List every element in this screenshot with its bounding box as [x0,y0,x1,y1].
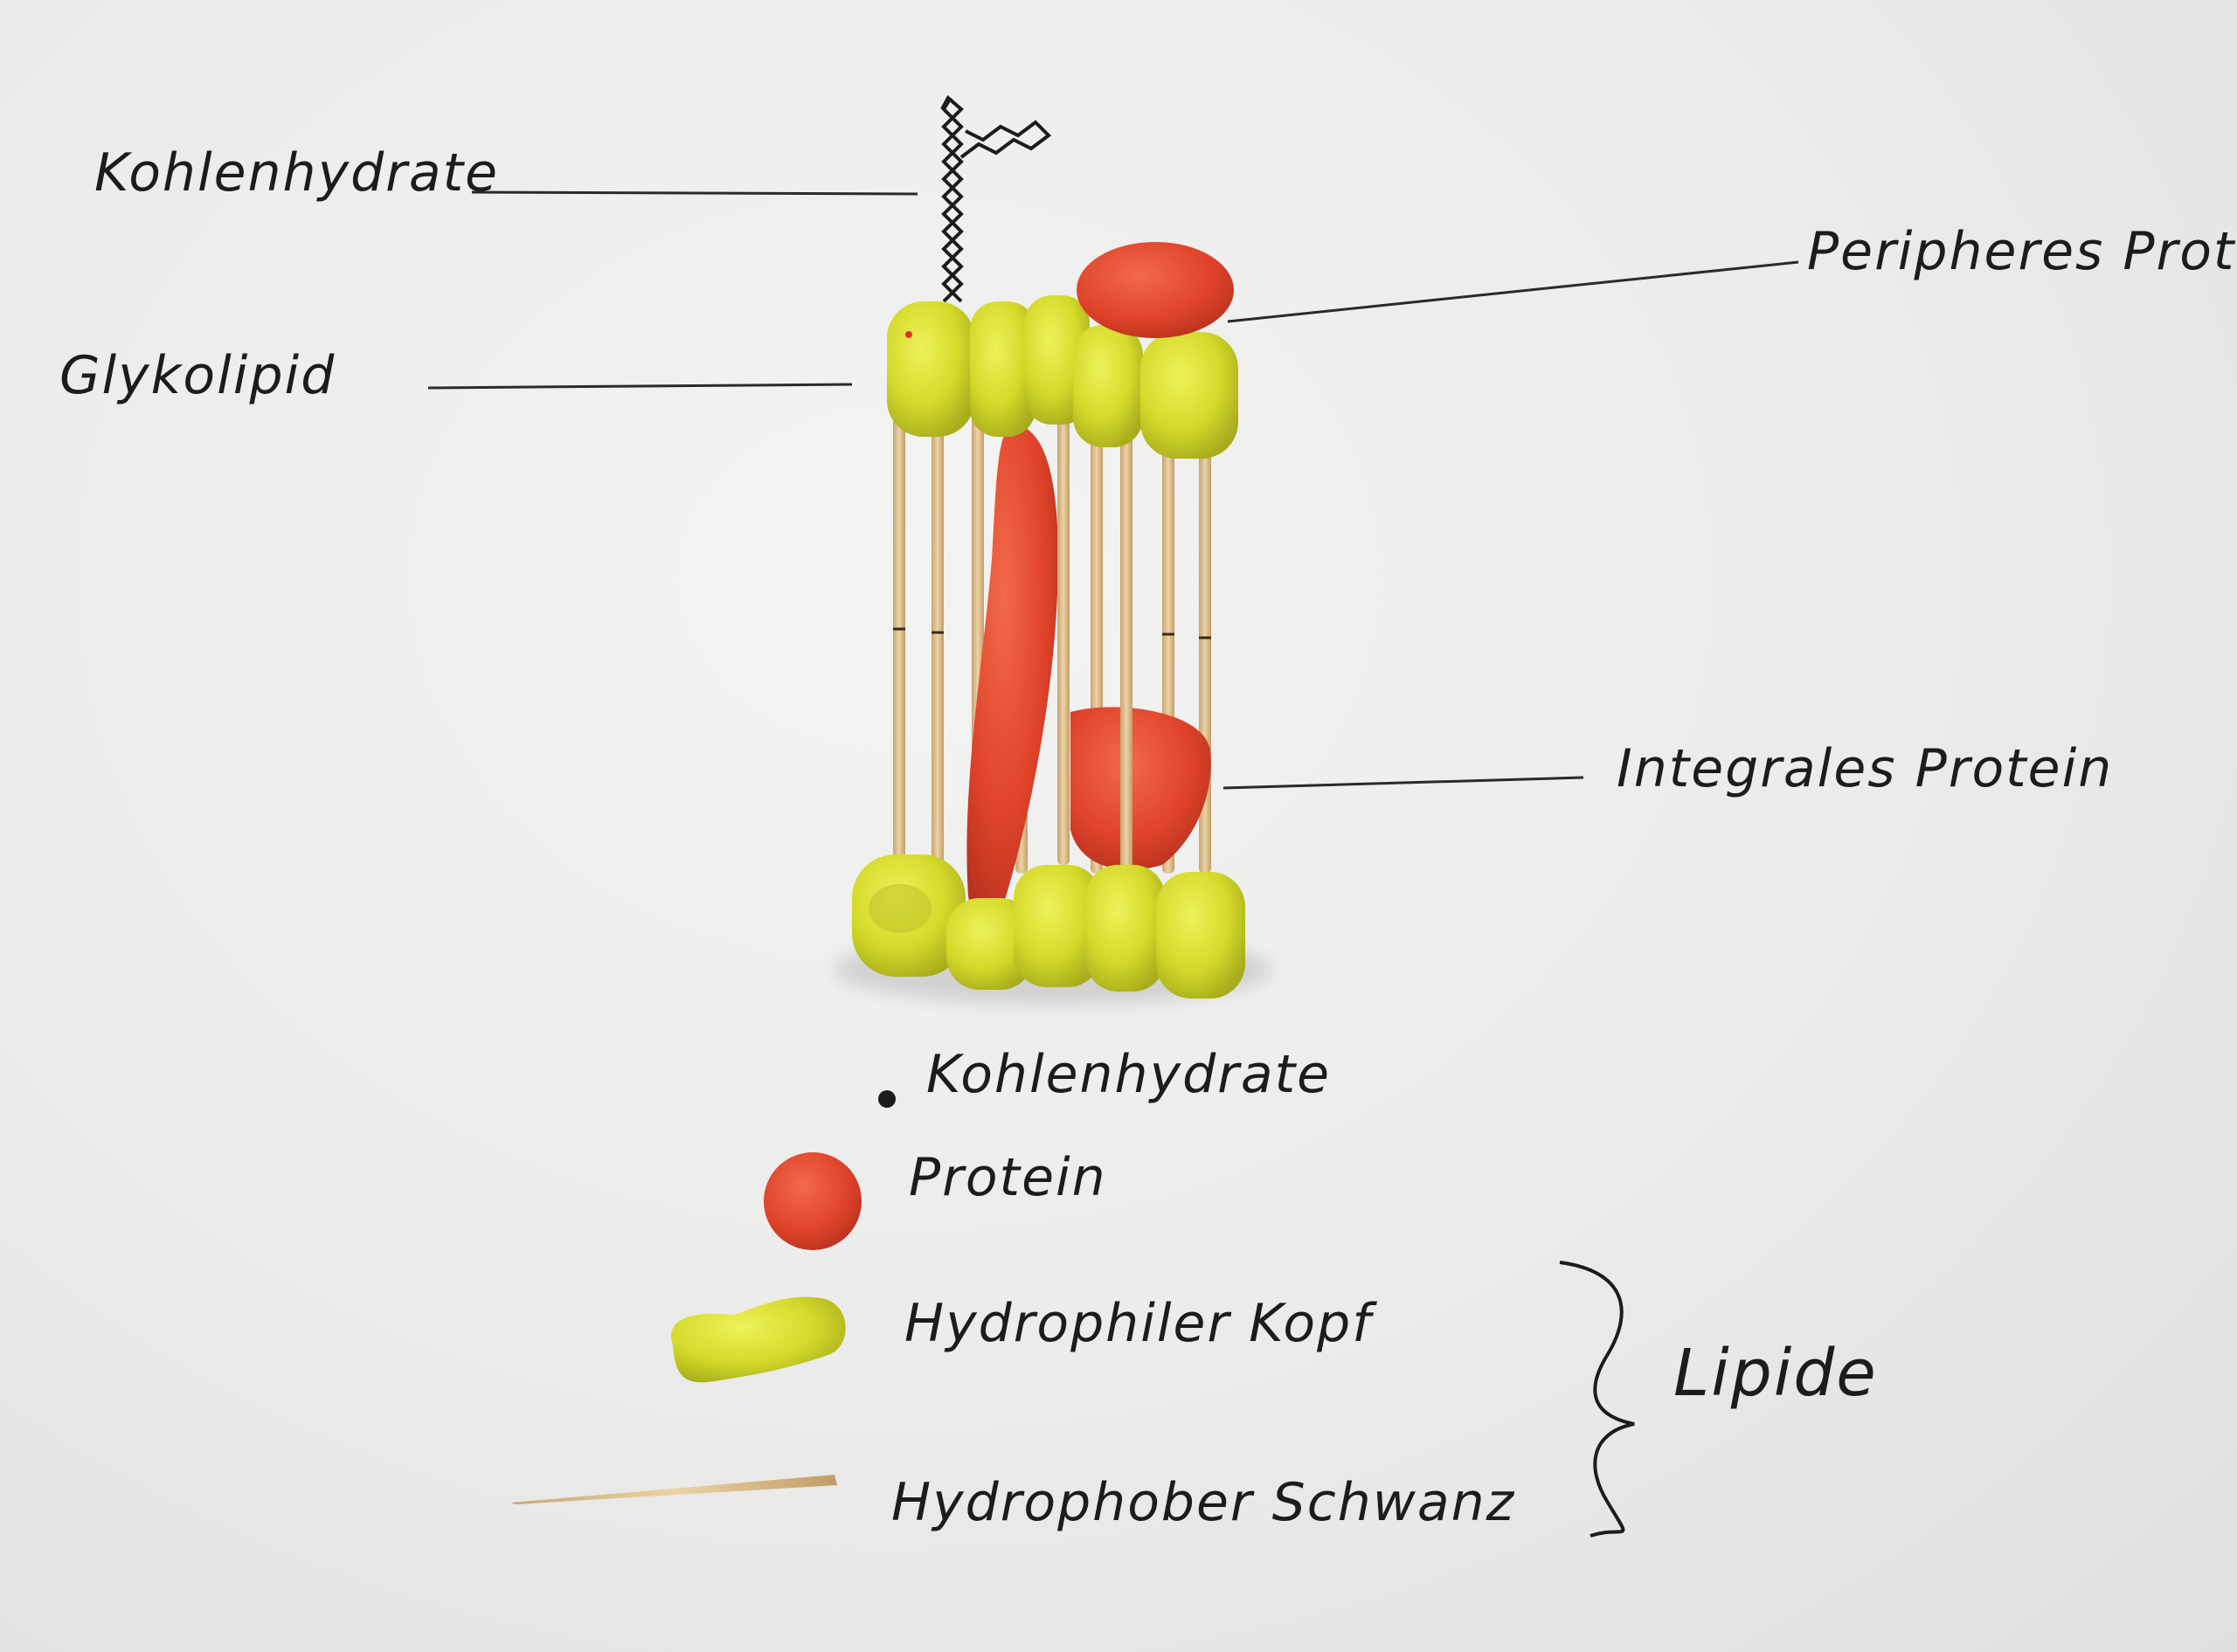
legend-label-carbohydrates: Kohlenhydrate [926,1044,1332,1105]
legend-lipid-head [671,1296,846,1383]
top-lipid-heads [887,295,1238,459]
front-tails [1057,411,1132,874]
leader-line-peripheral-protein [1227,260,1799,323]
legend-carbohydrate-dot [878,1090,896,1108]
legend-label-protein: Protein [909,1147,1107,1208]
leader-lines [427,190,1799,790]
leader-line-carbohydrates [471,190,918,196]
label-carbohydrates: Kohlenhydrate [94,142,500,204]
legend-label-lipids: Lipide [1673,1336,1878,1411]
integral-protein-blob [1070,707,1211,870]
integral-protein-long [966,424,1058,913]
legend-label-hydrophobic-tail: Hydrophober Schwanz [891,1472,1516,1533]
label-glycolipid: Glykolipid [59,345,336,406]
label-peripheral-protein: Peripheres Protein [1807,221,2237,282]
carbohydrate-chain-drawing [940,94,1052,303]
label-integral-protein: Integrales Protein [1617,738,2114,799]
legend-toothpick [511,1475,837,1504]
lipid-brace [1559,1261,1635,1538]
peripheral-protein [1077,242,1234,338]
bottom-lipid-heads [852,854,1245,999]
leader-line-integral-protein [1222,776,1584,790]
legend-label-hydrophilic-head: Hydrophiler Kopf [904,1293,1373,1354]
legend-protein-ball [764,1152,862,1250]
leader-line-glycolipid [427,383,853,390]
